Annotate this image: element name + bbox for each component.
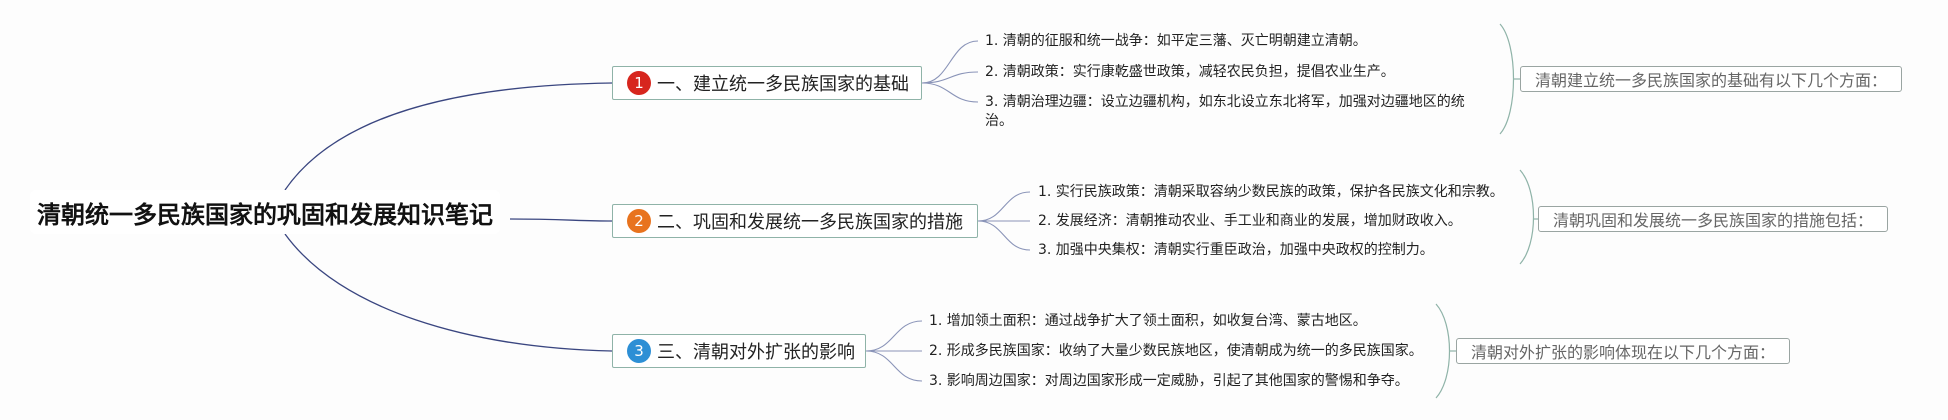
link-branch-1-item-1 (921, 40, 979, 84)
number-badge-1: 1 (627, 71, 651, 95)
root-topic[interactable]: 清朝统一多民族国家的巩固和发展知识笔记 (30, 190, 500, 234)
branch-3-item-3: 3. 影响周边国家：对周边国家形成一定威胁，引起了其他国家的警惕和争夺。 (929, 373, 1409, 389)
branch-topic-2[interactable]: 2 二、巩固和发展统一多民族国家的措施 (612, 204, 978, 238)
branch-3-summary[interactable]: 清朝对外扩张的影响体现在以下几个方面： (1456, 338, 1791, 364)
branch-title-3: 三、清朝对外扩张的影响 (657, 342, 855, 363)
branch-3-item-2: 2. 形成多民族国家：收纳了大量少数民族地区，使清朝成为统一的多民族国家。 (929, 343, 1423, 359)
number-badge-2: 2 (627, 209, 651, 233)
link-root-branch-2 (509, 218, 613, 222)
link-root-branch-1 (284, 82, 613, 191)
link-branch-1-item-3 (921, 82, 979, 103)
branch-2-summary[interactable]: 清朝巩固和发展统一多民族国家的措施包括： (1538, 206, 1889, 232)
branch-1-item-2: 2. 清朝政策：实行康乾盛世政策，减轻农民负担，提倡农业生产。 (985, 64, 1395, 80)
branch-2-item-3: 3. 加强中央集权：清朝实行重臣政治，加强中央政权的控制力。 (1038, 242, 1434, 258)
branch-1-item-3: 3. 清朝治理边疆：设立边疆机构，如东北设立东北将军，加强对边疆地区的统治。 (985, 94, 1465, 129)
branch-1-item-1: 1. 清朝的征服和统一战争：如平定三藩、灭亡明朝建立清朝。 (985, 33, 1367, 49)
link-branch-1-item-2 (921, 71, 979, 84)
link-branch-3-item-3 (865, 350, 923, 382)
bracket-3 (1435, 303, 1450, 399)
branch-1-summary[interactable]: 清朝建立统一多民族国家的基础有以下几个方面： (1520, 66, 1903, 92)
branch-title-2: 二、巩固和发展统一多民族国家的措施 (657, 212, 963, 233)
branch-topic-1[interactable]: 1 一、建立统一多民族国家的基础 (612, 66, 922, 100)
bracket-2 (1519, 169, 1534, 265)
bracket-1 (1499, 23, 1515, 135)
root-topic-label: 清朝统一多民族国家的巩固和发展知识笔记 (37, 200, 493, 229)
link-branch-3-item-1 (865, 320, 923, 352)
link-branch-2-item-1 (977, 191, 1031, 222)
branch-2-item-1: 1. 实行民族政策：清朝采取容纳少数民族的政策，保护各民族文化和宗教。 (1038, 184, 1504, 200)
number-badge-3: 3 (627, 339, 651, 363)
branch-3-item-1: 1. 增加领土面积：通过战争扩大了领土面积，如收复台湾、蒙古地区。 (929, 313, 1367, 329)
link-root-branch-3 (284, 233, 613, 352)
link-branch-2-item-3 (977, 220, 1031, 251)
branch-2-item-2: 2. 发展经济：清朝推动农业、手工业和商业的发展，增加财政收入。 (1038, 213, 1462, 229)
branch-title-1: 一、建立统一多民族国家的基础 (657, 74, 909, 95)
branch-topic-3[interactable]: 3 三、清朝对外扩张的影响 (612, 334, 866, 368)
